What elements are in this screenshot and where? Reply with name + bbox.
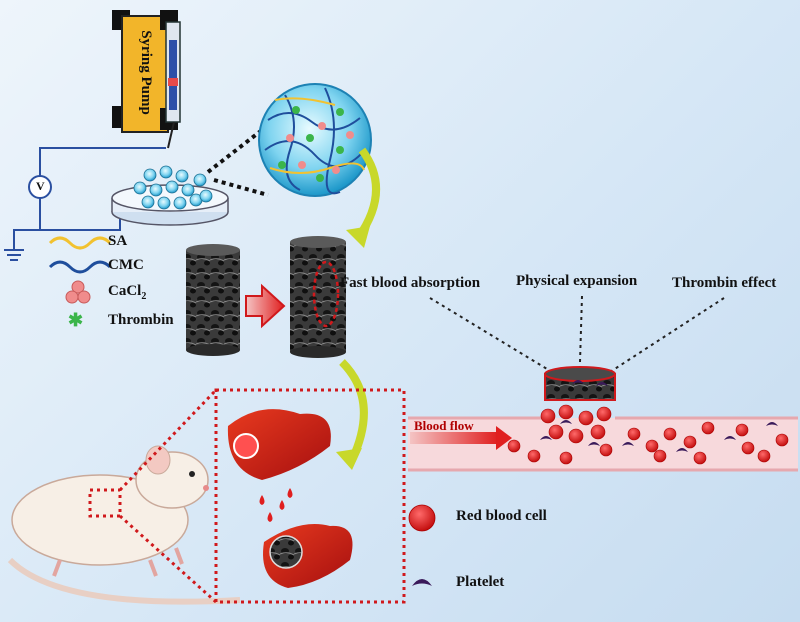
mechanism-thrombin-effect: Thrombin effect <box>672 275 777 291</box>
liver-treated <box>263 524 353 588</box>
sa-line-icon <box>48 236 112 250</box>
legend-platelet: Platelet <box>456 574 505 590</box>
sponge-expanded <box>290 236 346 358</box>
cacl2-spheres-icon <box>65 280 91 304</box>
process-arrow-top <box>346 147 381 248</box>
microspheres <box>133 165 213 210</box>
thrombin-star-icon: ✱ <box>68 310 84 330</box>
legend-red-blood-cell: Red blood cell <box>456 508 547 524</box>
zoom-box <box>88 388 406 604</box>
platelets <box>540 380 778 452</box>
blood-flow-label: Blood flow <box>414 418 474 433</box>
blood-vessel <box>408 416 798 472</box>
blood-drops <box>259 488 293 522</box>
zoom-lines <box>206 128 269 197</box>
legend-sa: SA <box>108 233 128 249</box>
cmc-line-icon <box>48 260 112 274</box>
syringe-pump-label: Syring Pump <box>137 29 154 115</box>
mechanism-lines <box>429 295 725 373</box>
rat-illustration <box>7 445 241 605</box>
voltmeter-icon <box>28 175 52 199</box>
ground-icon <box>4 249 24 261</box>
mechanism-fast-absorption: Fast blood absorption <box>340 275 481 291</box>
process-arrow-bottom <box>336 359 368 470</box>
sponge-plug <box>544 366 616 401</box>
rbc-legend-icon <box>408 504 436 532</box>
magnified-microsphere <box>258 83 372 197</box>
syringe-pump-icon <box>112 10 181 149</box>
liver-injured <box>227 409 331 480</box>
red-blood-cells <box>507 404 789 465</box>
legend-cmc: CMC <box>108 257 144 273</box>
swelling-arrow <box>245 283 286 329</box>
platelet-legend-icon <box>412 579 432 586</box>
legend-cacl2: CaCl2 <box>108 283 147 302</box>
voltmeter-label: V <box>36 179 45 193</box>
mechanism-physical-expansion: Physical expansion <box>516 273 638 289</box>
sponge-dry <box>186 244 240 356</box>
legend-thrombin: Thrombin <box>108 312 174 328</box>
syringe-pump-label-box: Syring Pump <box>128 18 162 126</box>
